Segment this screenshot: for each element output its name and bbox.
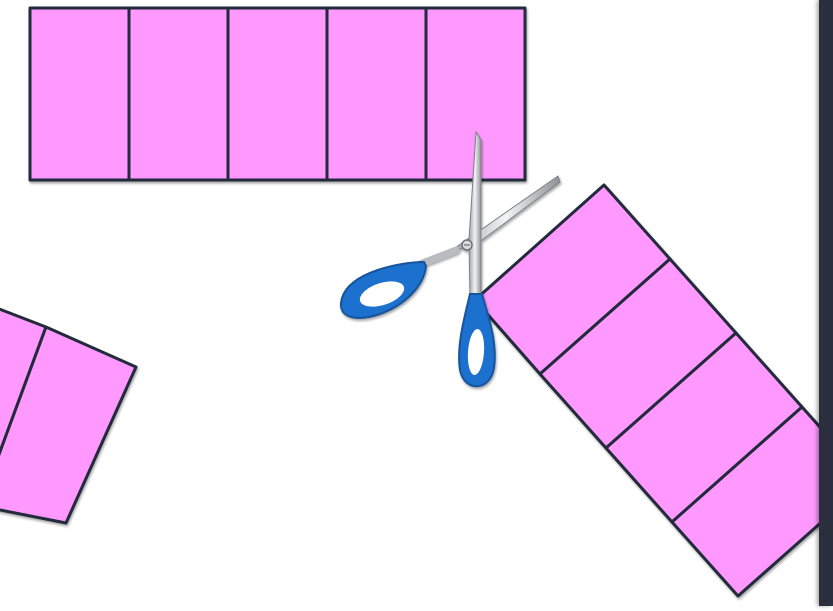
strip-top-five[interactable]: [30, 8, 525, 180]
right-side-panel: [819, 0, 833, 606]
strip-left-two[interactable]: [0, 292, 136, 523]
strip-top-cell: [327, 8, 426, 180]
strip-top-cell: [129, 8, 228, 180]
strip-right-four[interactable]: [475, 185, 833, 596]
scissors-handle: [420, 250, 456, 264]
strip-top-cell: [228, 8, 327, 180]
strip-top-cell: [30, 8, 129, 180]
